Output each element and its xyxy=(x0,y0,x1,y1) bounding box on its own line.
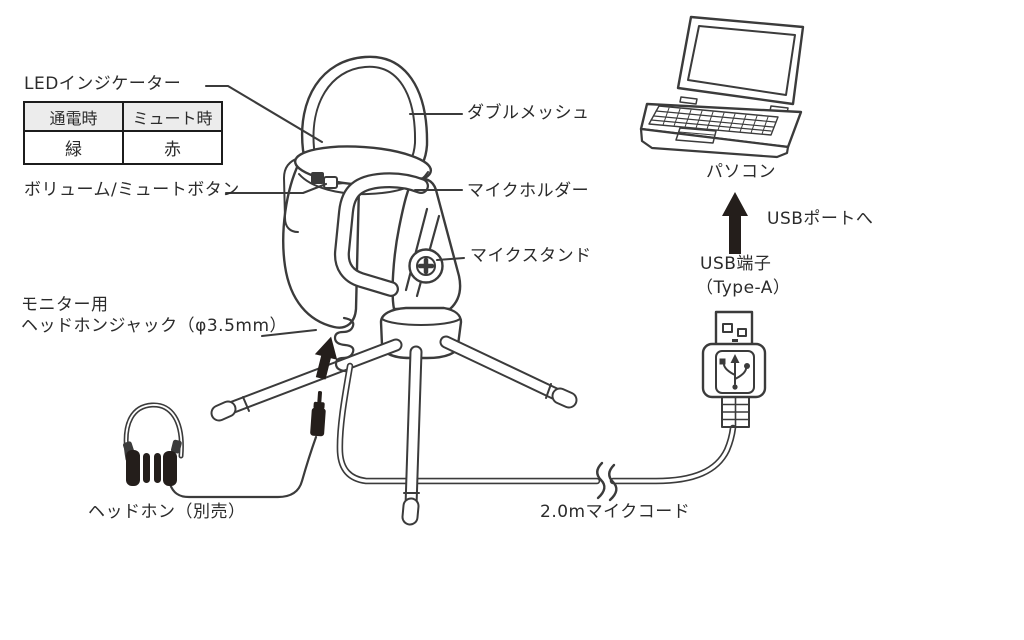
label-volume-mute-button: ボリューム/ミュートボタン xyxy=(24,180,240,200)
headphones-illustration xyxy=(122,405,316,497)
label-headphones: ヘッドホン（別売） xyxy=(88,502,246,522)
leader-lines xyxy=(206,86,464,336)
led-table-header-mute: ミュート時 xyxy=(122,101,223,132)
laptop-illustration xyxy=(641,17,803,157)
led-table-header-power: 通電時 xyxy=(23,101,124,132)
led-status-table: 通電時 ミュート時 緑 赤 xyxy=(23,101,223,165)
label-monitor-jack-line1: モニター用 xyxy=(21,295,109,315)
coiled-cord-drawing xyxy=(335,318,353,371)
leader-volume-mute xyxy=(226,184,326,193)
label-usb-terminal-line1: USB端子 xyxy=(700,254,772,274)
tripod-legs-drawing xyxy=(219,342,569,413)
label-pc: パソコン xyxy=(706,162,776,182)
headphone-plug-drawing xyxy=(310,391,326,437)
cable-break-symbol xyxy=(597,463,616,500)
stand-knob-drawing xyxy=(410,250,443,283)
label-monitor-jack-line2: ヘッドホンジャック（φ3.5mm） xyxy=(21,316,288,336)
usb-trident-icon xyxy=(719,354,750,390)
usb-strain-relief xyxy=(722,397,749,427)
label-mic-holder: マイクホルダー xyxy=(467,181,590,201)
laptop-trackpad xyxy=(676,128,716,143)
laptop-keyboard xyxy=(649,106,778,135)
leader-led-indicator xyxy=(206,86,322,142)
label-led-indicator: LEDインジケーター xyxy=(24,74,182,94)
usb-connector-illustration xyxy=(703,312,765,427)
label-double-mesh: ダブルメッシュ xyxy=(467,103,590,123)
leader-mic-stand xyxy=(437,258,464,260)
front-leg-drawing xyxy=(404,352,419,517)
label-mic-stand: マイクスタンド xyxy=(470,246,592,266)
label-usb-port: USBポートへ xyxy=(767,209,874,229)
mic-cable-drawing xyxy=(340,366,733,500)
jack-arrow-icon xyxy=(314,336,338,380)
microphone-illustration xyxy=(219,57,569,413)
label-usb-terminal-line2: （Type-A） xyxy=(696,278,791,298)
led-table-value-mute: 赤 xyxy=(122,130,223,165)
usb-arrow-icon xyxy=(722,192,748,254)
led-table-value-power: 緑 xyxy=(23,130,124,165)
label-mic-cord: 2.0mマイクコード xyxy=(540,502,691,522)
leader-monitor-jack xyxy=(262,330,316,336)
volume-mute-button-drawing xyxy=(311,172,337,188)
